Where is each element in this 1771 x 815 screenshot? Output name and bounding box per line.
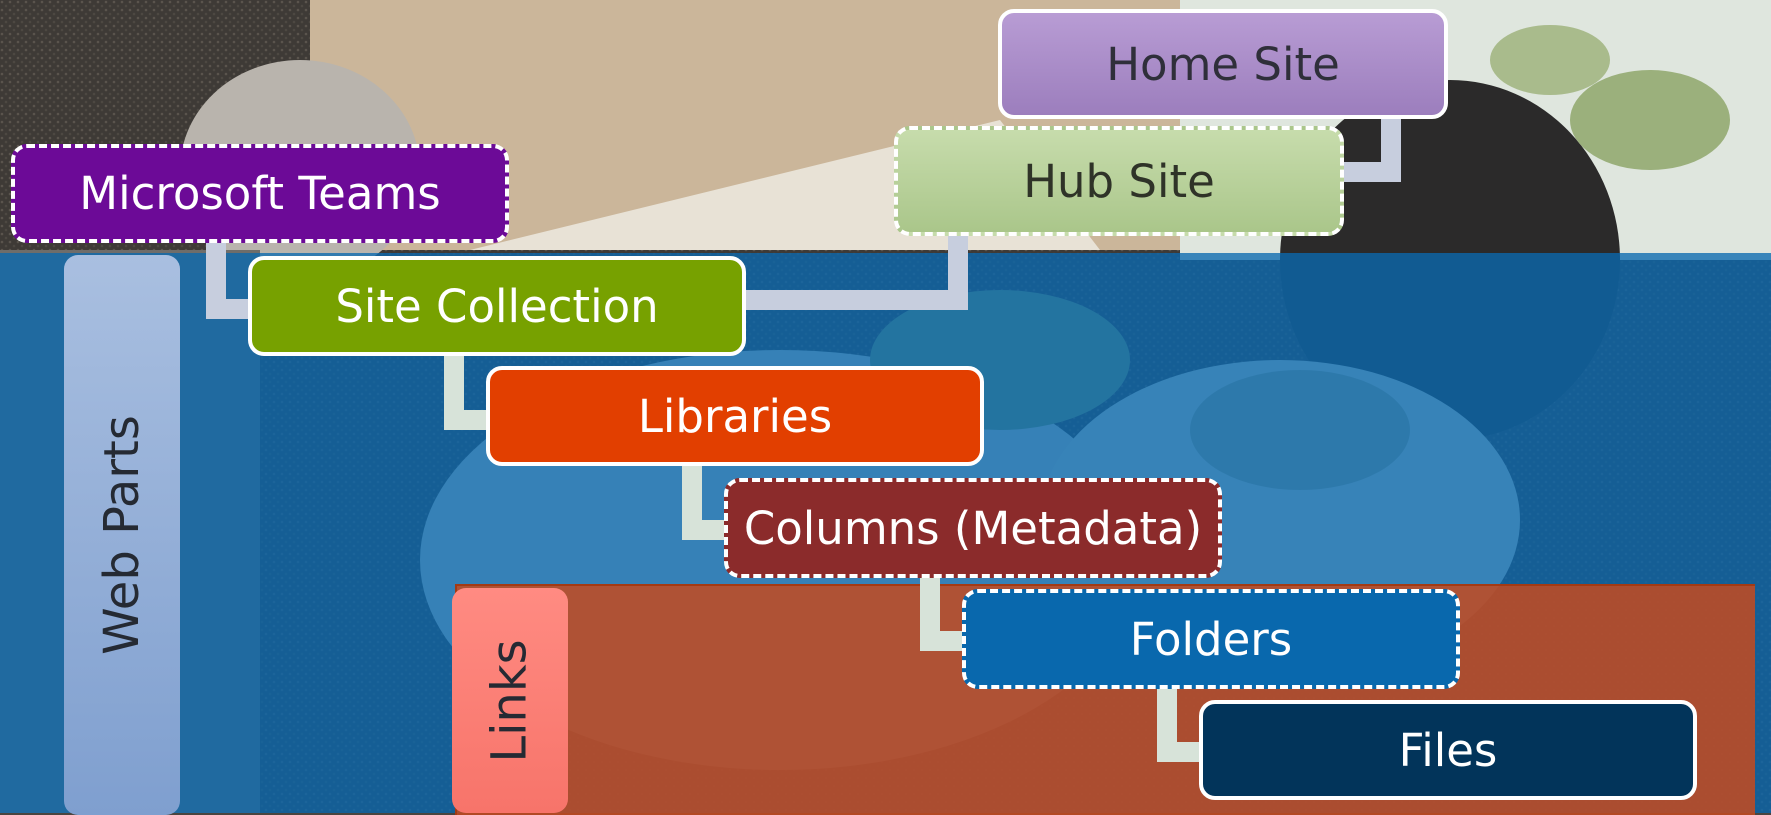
connector-columns-folders (920, 574, 964, 651)
connector-libraries-columns (682, 462, 726, 540)
links-bar: Links (452, 588, 568, 813)
files-label: Files (1398, 723, 1498, 777)
connector-sitecollection-libraries (444, 352, 488, 430)
folders-label: Folders (1129, 612, 1293, 666)
connector-folders-files (1157, 685, 1201, 762)
libraries-label: Libraries (637, 389, 833, 443)
connector-hub-sitecollection (745, 232, 968, 310)
web-parts-bar: Web Parts (64, 255, 180, 815)
connector-home-hub (1340, 115, 1401, 182)
home-site-label: Home Site (1106, 37, 1340, 91)
microsoft-teams-node: Microsoft Teams (11, 144, 509, 243)
hub-site-node: Hub Site (894, 126, 1344, 236)
site-collection-node: Site Collection (248, 256, 746, 356)
files-node: Files (1199, 700, 1697, 800)
site-collection-label: Site Collection (335, 279, 659, 333)
columns-metadata-label: Columns (Metadata) (743, 501, 1203, 555)
folders-node: Folders (962, 589, 1460, 689)
columns-metadata-node: Columns (Metadata) (724, 478, 1222, 578)
libraries-node: Libraries (486, 366, 984, 466)
home-site-node: Home Site (998, 9, 1448, 119)
hub-site-label: Hub Site (1023, 154, 1215, 208)
connector-teams-sitecollection (206, 243, 250, 319)
microsoft-teams-label: Microsoft Teams (79, 167, 441, 220)
